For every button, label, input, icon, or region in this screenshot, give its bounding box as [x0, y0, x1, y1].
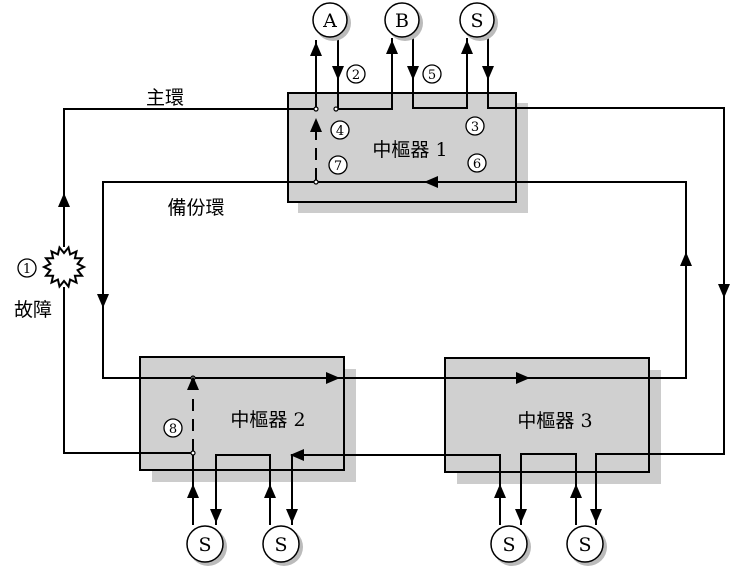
node-label: S [274, 534, 287, 556]
backup-ring-label: 備份環 [167, 197, 224, 219]
step-marker-6: 6 [467, 153, 487, 173]
arrowhead-icon [210, 509, 222, 523]
backup-ring [102, 181, 687, 379]
arrowhead-icon [264, 484, 276, 498]
hub1-label: 中樞器 1 [372, 139, 447, 161]
main-ring-left-top [63, 40, 317, 247]
node-s-top-label: S [470, 10, 483, 32]
step-number: 3 [471, 120, 479, 135]
node-label: S [578, 534, 591, 556]
arrowhead-icon [290, 449, 304, 461]
arrowhead-icon [461, 40, 473, 54]
main-ring-right [487, 38, 725, 525]
hub-2 [139, 356, 345, 471]
node-s-bottom-4[interactable]: S [566, 525, 607, 566]
step-number: 4 [336, 124, 344, 139]
node-s-top[interactable]: S [459, 2, 498, 41]
arrowhead-icon [58, 193, 70, 207]
arrowhead-icon [332, 66, 344, 80]
arrowhead-icon [718, 284, 730, 298]
step-marker-2: 2 [346, 64, 366, 84]
node-s-bottom-2[interactable]: S [262, 525, 303, 566]
node-a[interactable]: A [312, 2, 351, 41]
node-b[interactable]: B [384, 2, 423, 41]
arrowhead-icon [310, 118, 322, 132]
hub3-label: 中樞器 3 [517, 410, 592, 432]
arrowhead-icon [386, 40, 398, 54]
arrowhead-icon [407, 66, 419, 80]
arrowhead-icon [286, 509, 298, 523]
node-label: S [198, 534, 211, 556]
step-number: 8 [169, 422, 177, 437]
arrowhead-icon [187, 376, 199, 390]
arrowhead-icon [482, 66, 494, 80]
arrowhead-icon [494, 484, 506, 498]
step-number: 1 [23, 262, 31, 277]
step-markers: 1 2 3 4 5 6 7 8 [17, 64, 487, 438]
arrowhead-icon [516, 372, 530, 384]
main-ring-label: 主環 [146, 87, 184, 109]
node-b-label: B [395, 10, 409, 32]
step-marker-3: 3 [465, 116, 485, 136]
arrowhead-icon [515, 509, 527, 523]
node-s-bottom-1[interactable]: S [186, 525, 227, 566]
flow-arrows [58, 40, 730, 523]
arrowhead-icon [187, 484, 199, 498]
arrowhead-icon [424, 176, 438, 188]
step-number: 5 [428, 68, 436, 83]
arrowhead-icon [97, 294, 109, 308]
step-number: 6 [473, 157, 481, 172]
step-marker-5: 5 [422, 64, 442, 84]
node-a-label: A [322, 10, 337, 32]
step-number: 2 [352, 68, 360, 83]
step-marker-1: 1 [17, 258, 37, 278]
hub-1 [287, 92, 517, 203]
step-marker-8: 8 [163, 418, 183, 438]
step-marker-7: 7 [328, 155, 348, 175]
arrowhead-icon [570, 484, 582, 498]
arrowhead-icon [680, 252, 692, 266]
arrowhead-icon [310, 42, 322, 56]
node-label: S [502, 534, 515, 556]
step-number: 7 [334, 159, 342, 174]
fault-label: 故障 [14, 299, 52, 321]
hub2-label: 中樞器 2 [230, 409, 305, 431]
arrowhead-icon [326, 372, 340, 384]
step-marker-4: 4 [330, 120, 350, 140]
node-s-bottom-3[interactable]: S [490, 525, 531, 566]
arrowhead-icon [590, 509, 602, 523]
fault-burst-icon [41, 245, 87, 289]
